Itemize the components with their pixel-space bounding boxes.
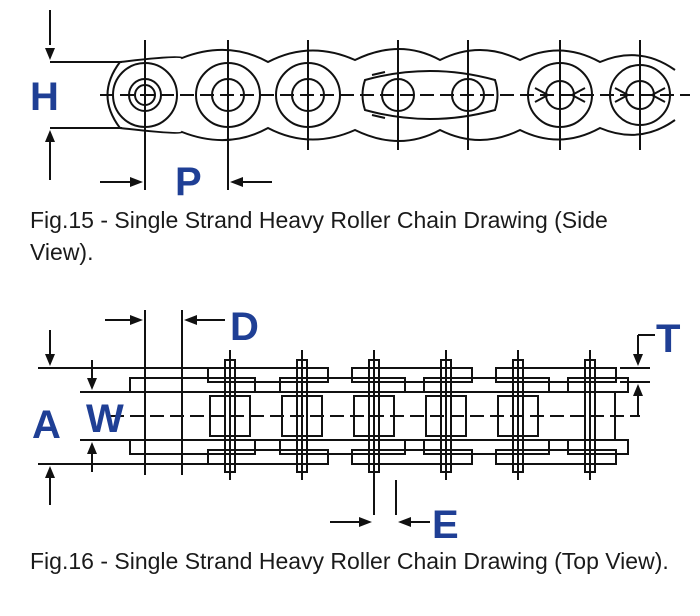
- dim-label-w: W: [86, 397, 124, 441]
- dim-label-e: E: [432, 503, 459, 545]
- figure-caption-side-view: Fig.15 - Single Strand Heavy Roller Chai…: [30, 207, 608, 265]
- dim-label-p: P: [175, 160, 202, 200]
- side-view-svg: H P: [30, 10, 690, 200]
- figure-caption-top-view: Fig.16 - Single Strand Heavy Roller Chai…: [30, 548, 669, 574]
- dim-label-t: T: [656, 317, 680, 361]
- dim-label-a: A: [32, 403, 61, 447]
- top-view-drawing: A W D T E: [0, 300, 700, 545]
- dim-label-d: D: [230, 305, 259, 349]
- side-view-drawing: H P: [0, 0, 700, 200]
- top-view-svg: A W D T E: [32, 305, 680, 545]
- dim-label-h: H: [30, 75, 59, 119]
